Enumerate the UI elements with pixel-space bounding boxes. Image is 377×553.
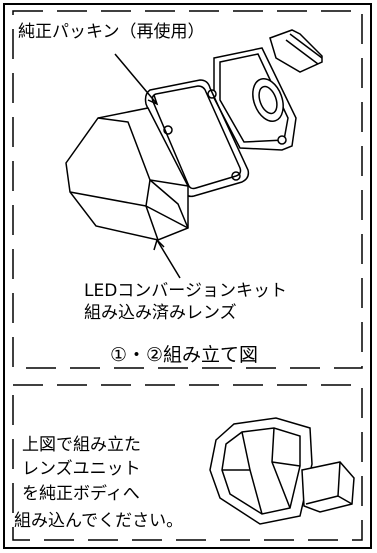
instruction-line-2: レンズユニット — [22, 459, 141, 479]
headlamp-housing-drawing — [207, 29, 323, 151]
led-kit-label-line2: 組み込み済みレンズ — [84, 303, 237, 323]
top-panel-dashed-border — [12, 10, 363, 369]
led-leader-line — [156, 239, 181, 279]
instruction-line-1: 上図で組み立た — [22, 435, 141, 455]
lens-unit-drawing — [209, 417, 355, 525]
led-kit-label-line1: LEDコンバージョンキット — [84, 281, 287, 301]
led-lens-drawing — [65, 107, 189, 241]
gasket-leader-line — [114, 53, 158, 105]
instruction-line-3: を純正ボディへ — [22, 484, 140, 504]
led-leader-arrowhead — [153, 238, 165, 251]
instruction-line-4: 組み込んでください。 — [14, 511, 184, 531]
bottom-panel-dashed-border — [12, 384, 363, 541]
gasket-leader-arrowhead — [147, 94, 159, 106]
outer-frame — [3, 3, 372, 549]
assembly-caption: ①・②組み立て図 — [109, 344, 259, 366]
gasket-label: 純正パッキン（再使用） — [18, 22, 205, 42]
gasket-drawing — [144, 79, 250, 198]
